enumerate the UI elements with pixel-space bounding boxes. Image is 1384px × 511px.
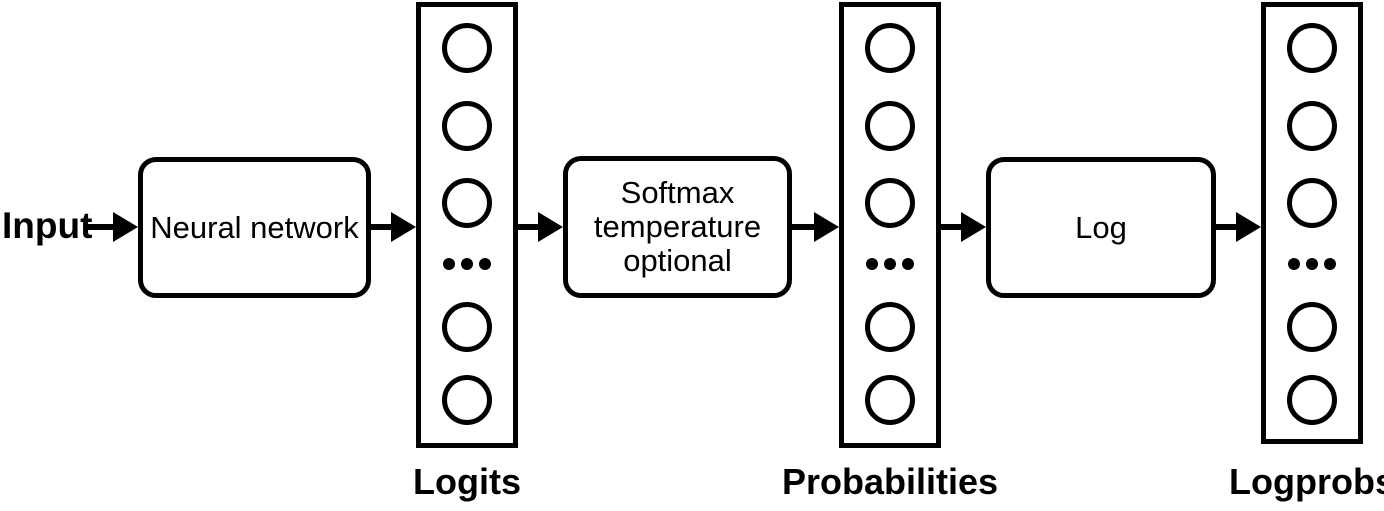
arrow-shaft	[518, 224, 545, 230]
neuron-circle	[865, 23, 915, 73]
arrow-head-icon	[113, 212, 138, 242]
arrow-shaft	[88, 224, 120, 230]
log-label: Log	[1075, 209, 1127, 245]
arrow-head-icon	[961, 212, 986, 242]
ellipsis-dot	[1306, 258, 1318, 270]
ellipsis-dot	[461, 258, 473, 270]
neuron-circle	[442, 23, 492, 73]
neuron-circle	[442, 302, 492, 352]
arrow-shaft	[941, 224, 968, 230]
arrow-shaft	[1216, 224, 1243, 230]
neuron-circle	[442, 101, 492, 151]
input-label: Input	[2, 205, 93, 247]
arrow-head-icon	[391, 212, 416, 242]
neuron-circle	[1287, 23, 1337, 73]
neuron-circle	[442, 375, 492, 425]
flow-arrow-network-to-logits	[371, 212, 416, 242]
softmax-label-line1: Softmax	[620, 175, 735, 210]
probabilities-vector-column	[839, 2, 941, 448]
ellipsis-dot	[866, 258, 878, 270]
ellipsis-dot	[1324, 258, 1336, 270]
arrow-head-icon	[538, 212, 563, 242]
flow-arrow-softmax-to-probabilities	[792, 212, 839, 242]
probabilities-label: Probabilities	[781, 461, 999, 502]
neuron-circle	[442, 178, 492, 228]
ellipsis-dots	[866, 258, 914, 270]
neural-network-label: Neural network	[150, 209, 359, 245]
arrow-shaft	[371, 224, 398, 230]
neuron-circle	[865, 101, 915, 151]
arrow-head-icon	[814, 212, 839, 242]
ellipsis-dots	[1288, 258, 1336, 270]
flow-arrow-logits-to-softmax	[518, 212, 563, 242]
neuron-circle	[865, 302, 915, 352]
flow-arrow-probabilities-to-log	[941, 212, 986, 242]
logprobs-vector-column	[1261, 2, 1363, 444]
logprobs-label: Logprobs	[1229, 461, 1384, 502]
ellipsis-dot	[443, 258, 455, 270]
neuron-circle	[1287, 178, 1337, 228]
ellipsis-dot	[479, 258, 491, 270]
arrow-shaft	[792, 224, 821, 230]
neuron-circle	[865, 375, 915, 425]
neuron-circle	[1287, 101, 1337, 151]
neuron-circle	[1287, 302, 1337, 352]
arrow-head-icon	[1236, 212, 1261, 242]
softmax-label-line2: temperature	[593, 209, 762, 244]
log-box: Log	[986, 157, 1216, 298]
neural-network-box: Neural network	[138, 157, 371, 298]
ellipsis-dot	[1288, 258, 1300, 270]
flow-arrow-log-to-logprobs	[1216, 212, 1261, 242]
softmax-label-line3: optional	[623, 243, 732, 278]
logits-vector-column	[416, 2, 518, 448]
ellipsis-dot	[902, 258, 914, 270]
logits-label: Logits	[413, 461, 521, 502]
ellipsis-dots	[443, 258, 491, 270]
neuron-circle	[1287, 375, 1337, 425]
ellipsis-dot	[884, 258, 896, 270]
flow-arrow-input-to-network	[88, 212, 138, 242]
neuron-circle	[865, 178, 915, 228]
softmax-box: Softmax temperature optional	[563, 156, 792, 298]
